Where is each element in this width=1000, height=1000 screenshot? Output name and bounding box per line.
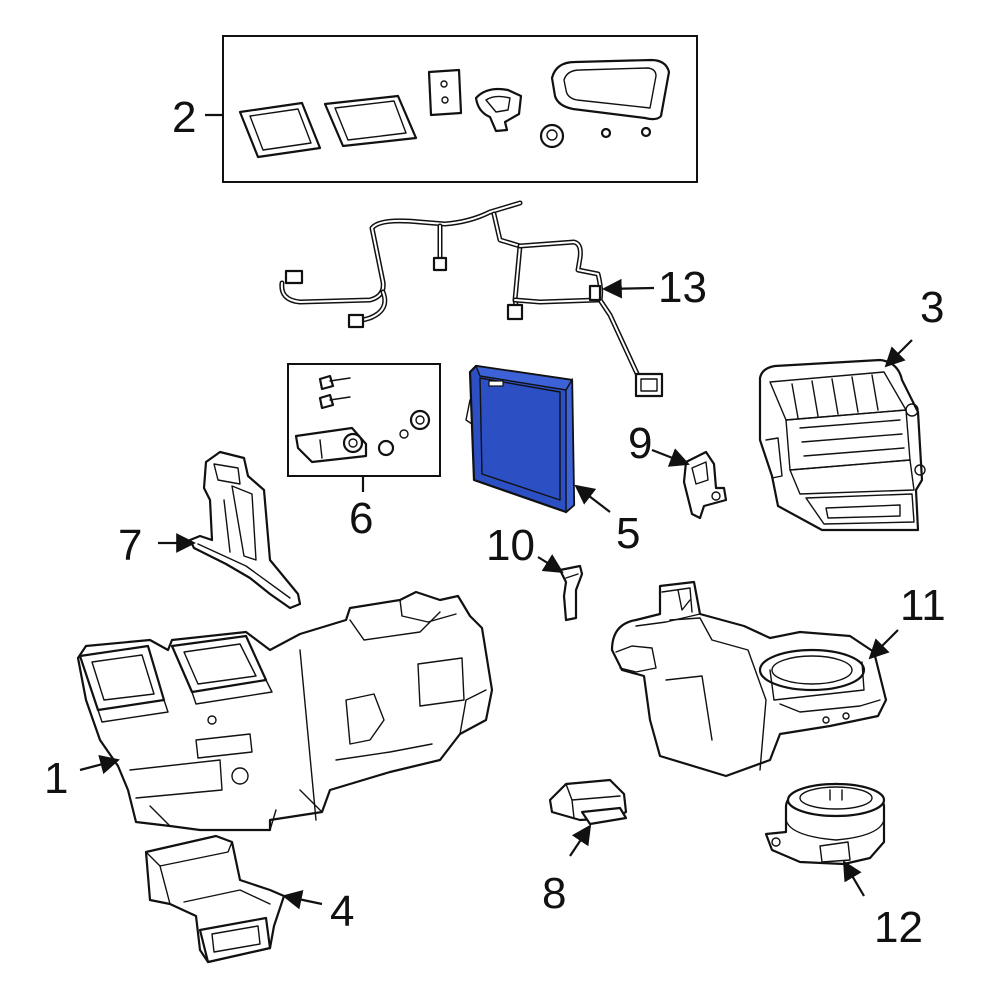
callout-9-label: 9	[628, 419, 652, 468]
part-8-resistor-module[interactable]	[548, 778, 628, 826]
callout-7: 7	[118, 521, 196, 570]
part-3-housing[interactable]	[758, 358, 926, 532]
callout-6: 6	[349, 476, 373, 543]
callout-4: 4	[282, 887, 354, 936]
callout-8: 8	[542, 824, 592, 918]
part-5-evaporator-core[interactable]	[465, 364, 576, 514]
part-7-tube[interactable]	[188, 450, 302, 610]
part-10-clip[interactable]	[558, 564, 584, 622]
part-13-wiring-harness[interactable]	[279, 200, 664, 398]
callout-12-label: 12	[874, 903, 923, 952]
part-4-duct[interactable]	[144, 834, 286, 964]
callout-13: 13	[602, 263, 707, 312]
callout-7-label: 7	[118, 521, 142, 570]
callout-10-label: 10	[486, 521, 535, 570]
callout-6-label: 6	[349, 494, 373, 543]
callout-9: 9	[628, 419, 690, 468]
callout-3-label: 3	[920, 283, 944, 332]
callout-2: 2	[172, 93, 223, 142]
callout-11: 11	[868, 581, 946, 660]
callout-3: 3	[884, 283, 944, 368]
callout-5: 5	[574, 484, 640, 558]
part-1-hvac-housing[interactable]	[76, 590, 494, 832]
part-2-seal-kit[interactable]	[222, 35, 698, 183]
callout-4-label: 4	[330, 887, 354, 936]
callout-10: 10	[486, 521, 564, 574]
callout-2-label: 2	[172, 93, 196, 142]
callout-1-label: 1	[44, 754, 68, 803]
part-9-sensor-bracket[interactable]	[682, 450, 728, 520]
callout-11-label: 11	[900, 581, 946, 630]
callout-13-label: 13	[658, 263, 707, 312]
callout-5-label: 5	[616, 509, 640, 558]
callout-8-label: 8	[542, 869, 566, 918]
part-12-blower-motor[interactable]	[764, 782, 886, 866]
callout-1: 1	[44, 754, 120, 803]
callout-12: 12	[842, 860, 923, 952]
part-6-expansion-valve-kit[interactable]	[287, 363, 441, 477]
part-11-blower-housing[interactable]	[610, 580, 888, 778]
